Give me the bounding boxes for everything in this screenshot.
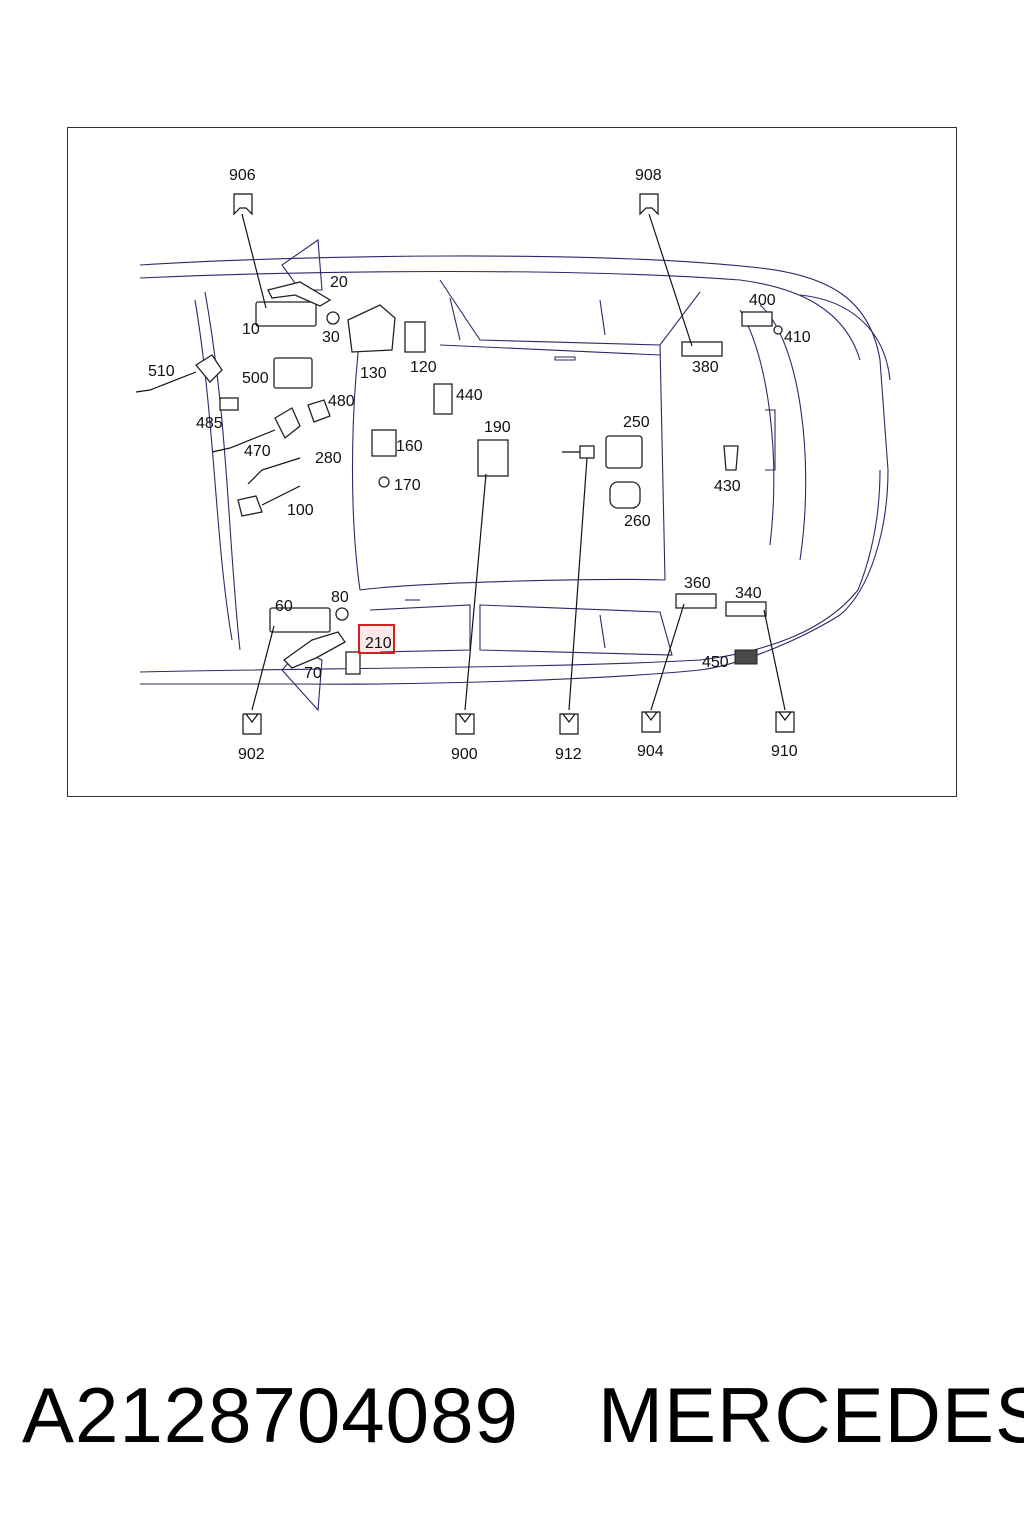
callout-900[interactable]: 900 [451, 746, 478, 763]
connector-icon-900 [455, 713, 475, 735]
callout-910[interactable]: 910 [771, 743, 798, 760]
callout-500[interactable]: 500 [242, 370, 269, 387]
callout-170[interactable]: 170 [394, 477, 421, 494]
part-510-shape [195, 354, 223, 383]
part-30-shape [326, 311, 340, 325]
part-470-shape [274, 407, 301, 440]
part-440-shape [433, 383, 453, 415]
parts [135, 281, 783, 675]
part-480-shape [307, 399, 331, 423]
part-210-shape [345, 651, 361, 675]
part-250-shape [605, 435, 643, 469]
callout-10[interactable]: 10 [242, 321, 260, 338]
part-430-shape [723, 445, 739, 471]
part-70-shape [282, 631, 346, 669]
connector-icon-902 [242, 713, 262, 735]
part-130-shape [347, 304, 396, 353]
callout-160[interactable]: 160 [396, 438, 423, 455]
connector-icon-912 [559, 713, 579, 735]
callout-260[interactable]: 260 [624, 513, 651, 530]
callout-120[interactable]: 120 [410, 359, 437, 376]
callout-70[interactable]: 70 [304, 665, 322, 682]
callout-450[interactable]: 450 [702, 654, 729, 671]
connector-icon-904 [641, 711, 661, 733]
callout-60[interactable]: 60 [275, 598, 293, 615]
callout-80[interactable]: 80 [331, 589, 349, 606]
highlight-box-210 [358, 624, 395, 654]
footer: A2128704089 MERCEDES [0, 1370, 1024, 1470]
part-500-shape [273, 357, 313, 389]
part-number: A2128704089 [22, 1371, 519, 1459]
brand-name: MERCEDES [598, 1371, 1024, 1459]
diagram-frame [67, 127, 957, 797]
parts-diagram: 906 908 20 10 30 130 120 440 510 500 480… [135, 167, 891, 763]
callout-100[interactable]: 100 [287, 502, 314, 519]
callout-210[interactable]: 210 [365, 635, 392, 652]
car-outline [139, 239, 891, 712]
connector-icon-908 [639, 193, 659, 216]
callout-360[interactable]: 360 [684, 575, 711, 592]
part-450-shape [734, 649, 758, 665]
callout-904[interactable]: 904 [637, 743, 664, 760]
connector-icon-906 [233, 193, 253, 216]
callout-480[interactable]: 480 [328, 393, 355, 410]
callout-250[interactable]: 250 [623, 414, 650, 431]
connector-icons [233, 193, 795, 735]
callout-30[interactable]: 30 [322, 329, 340, 346]
part-380-shape [681, 341, 723, 357]
callout-130[interactable]: 130 [360, 365, 387, 382]
callout-410[interactable]: 410 [784, 329, 811, 346]
callout-380[interactable]: 380 [692, 359, 719, 376]
part-485-shape [219, 397, 239, 411]
part-20-shape [267, 281, 332, 307]
callout-912[interactable]: 912 [555, 746, 582, 763]
callout-908[interactable]: 908 [635, 167, 662, 184]
part-190-shape [477, 439, 509, 477]
part-260-shape [609, 481, 641, 509]
callout-440[interactable]: 440 [456, 387, 483, 404]
leader-lines [241, 213, 786, 711]
callout-430[interactable]: 430 [714, 478, 741, 495]
callout-280[interactable]: 280 [315, 450, 342, 467]
callout-510[interactable]: 510 [148, 363, 175, 380]
part-100-shape [237, 495, 263, 517]
callout-906[interactable]: 906 [229, 167, 256, 184]
part-170-shape [378, 476, 390, 488]
connector-box [579, 445, 595, 459]
callout-20[interactable]: 20 [330, 274, 348, 291]
callout-485[interactable]: 485 [196, 415, 223, 432]
connector-icon-910 [775, 711, 795, 733]
callout-190[interactable]: 190 [484, 419, 511, 436]
callout-470[interactable]: 470 [244, 443, 271, 460]
callout-400[interactable]: 400 [749, 292, 776, 309]
callout-labels: 906 908 20 10 30 130 120 440 510 500 480… [148, 167, 811, 763]
callout-340[interactable]: 340 [735, 585, 762, 602]
part-340-shape [725, 601, 767, 617]
part-120-shape [404, 321, 426, 353]
part-80-shape [335, 607, 349, 621]
part-410-shape [773, 325, 783, 335]
part-10-shape [255, 301, 317, 327]
part-360-shape [675, 593, 717, 609]
part-400-shape [741, 311, 773, 327]
callout-902[interactable]: 902 [238, 746, 265, 763]
part-160-shape [371, 429, 397, 457]
part-60-shape [269, 607, 331, 633]
